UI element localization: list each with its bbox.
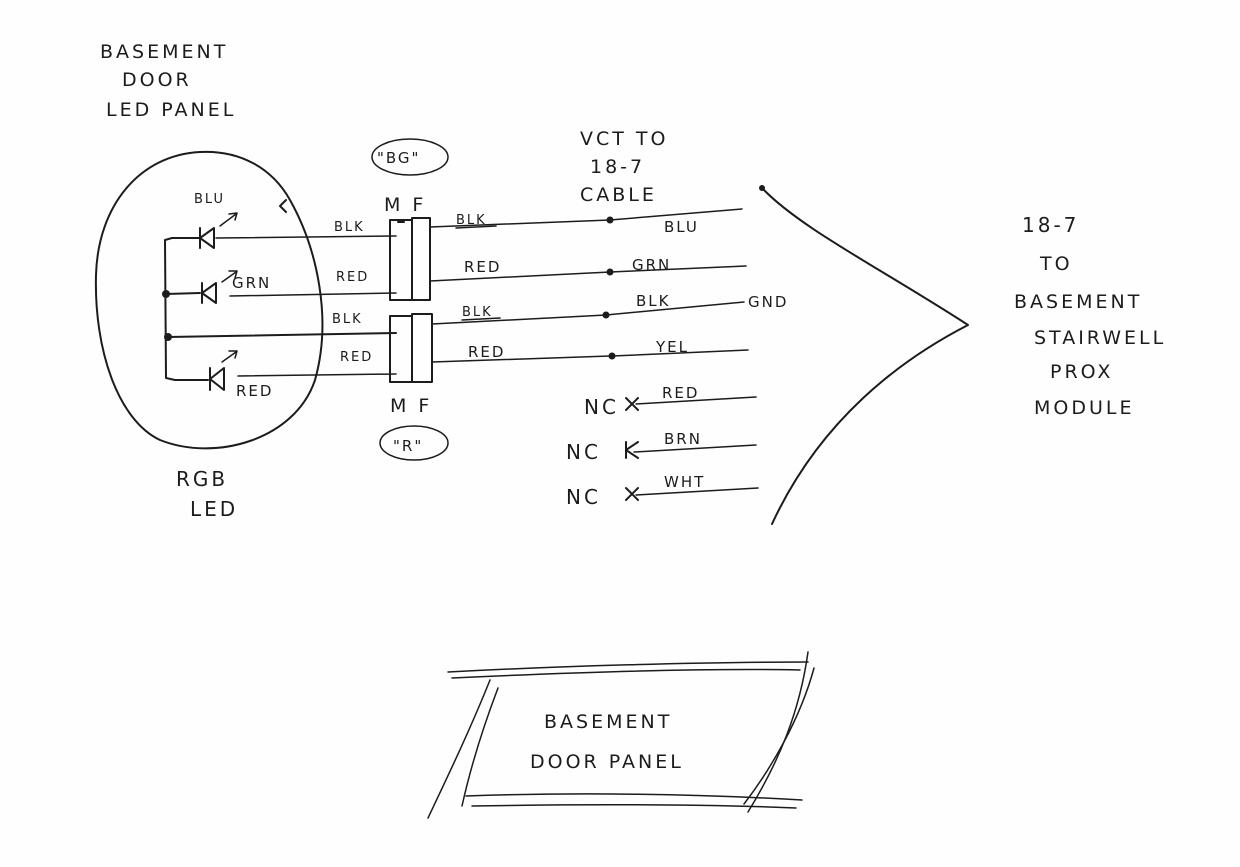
title-line-3: LED PANEL <box>106 99 236 121</box>
connector-bg <box>371 138 449 301</box>
right-wire-1 <box>429 219 611 228</box>
cable-line-3: CABLE <box>580 184 657 206</box>
led-label-grn: GRN <box>232 274 271 292</box>
nc-label-wht: NC <box>566 485 601 509</box>
grn-led-symbol <box>201 270 238 304</box>
panel-mark <box>279 199 287 213</box>
right-wire-label-1: BLK <box>456 213 487 228</box>
led-wire-blu <box>215 235 397 239</box>
right-wire-label-3: BLK <box>462 305 493 320</box>
right-wire-3 <box>431 314 607 325</box>
gnd-label: GND <box>748 293 788 311</box>
left-wire-label-1: BLK <box>334 220 365 235</box>
cable-conductor-brn <box>633 444 757 453</box>
cable-conductor-wht <box>635 487 759 496</box>
dest-line-3: BASEMENT <box>1014 291 1142 313</box>
led-name-line-1: RGB <box>176 467 228 491</box>
cable-conductor-yel <box>611 349 749 357</box>
nc-x-wht <box>625 487 639 501</box>
dest-line-5: PROX <box>1050 361 1113 383</box>
dest-line-6: MODULE <box>1034 397 1134 419</box>
connector-r-mf: M F <box>390 395 432 417</box>
footer-line-1: BASEMENT <box>544 711 672 733</box>
right-wire-label-2: RED <box>464 258 501 276</box>
right-wire-label-4: RED <box>468 343 505 361</box>
conductor-label-blu: BLU <box>664 218 699 236</box>
red-led-symbol <box>174 350 238 391</box>
conductor-label-wht: WHT <box>664 473 705 491</box>
nc-label-red: NC <box>584 395 619 419</box>
conductor-label-brn: BRN <box>664 430 702 448</box>
footer-label-box <box>427 651 815 819</box>
led-common-bus <box>164 237 176 381</box>
cable-line-1: VCT TO <box>580 128 668 150</box>
left-wire-label-2: RED <box>336 270 369 285</box>
conductor-label-red: RED <box>662 384 699 402</box>
led-label-red: RED <box>236 382 273 400</box>
led-name-line-2: LED <box>190 497 238 521</box>
cable-conductor-blk <box>605 301 745 316</box>
connector-bg-mf: M F <box>384 194 426 216</box>
title-line-1: BASEMENT <box>100 41 228 63</box>
led-wire-grn <box>229 292 397 297</box>
dest-line-1: 18-7 <box>1022 213 1079 237</box>
blu-led-symbol <box>171 212 238 249</box>
bus-to-grn-led <box>165 292 201 295</box>
dest-line-2: TO <box>1039 253 1073 275</box>
bus-to-common-wire <box>167 332 397 338</box>
conductor-label-blk: BLK <box>636 292 670 310</box>
connector-r-tag: "R" <box>393 437 423 455</box>
cable-conductor-grn <box>609 265 747 273</box>
right-wire-4 <box>431 355 611 363</box>
conductor-label-grn: GRN <box>632 256 671 274</box>
cable-conductor-blu <box>609 208 743 221</box>
connector-bg-tag: "BG" <box>377 149 420 167</box>
led-label-blu: BLU <box>194 192 225 207</box>
conductor-label-yel: YEL <box>655 338 689 356</box>
dest-line-4: STAIRWELL <box>1034 327 1166 349</box>
title-line-2: DOOR <box>122 69 192 91</box>
footer-line-2: DOOR PANEL <box>530 751 684 773</box>
nc-label-brn: NC <box>566 440 601 464</box>
cable-line-2: 18-7 <box>590 156 645 178</box>
led-wire-red <box>237 373 397 377</box>
left-wire-label-3: BLK <box>332 312 363 327</box>
led-panel-outline <box>94 150 324 450</box>
right-wire-2 <box>429 271 611 282</box>
left-wire-label-4: RED <box>340 350 373 365</box>
cable-bundle-bracket <box>761 187 969 525</box>
nc-x-red <box>625 397 639 411</box>
nc-k-brn <box>625 441 639 459</box>
connector-r <box>379 313 449 461</box>
cable-conductor-red <box>635 396 757 405</box>
